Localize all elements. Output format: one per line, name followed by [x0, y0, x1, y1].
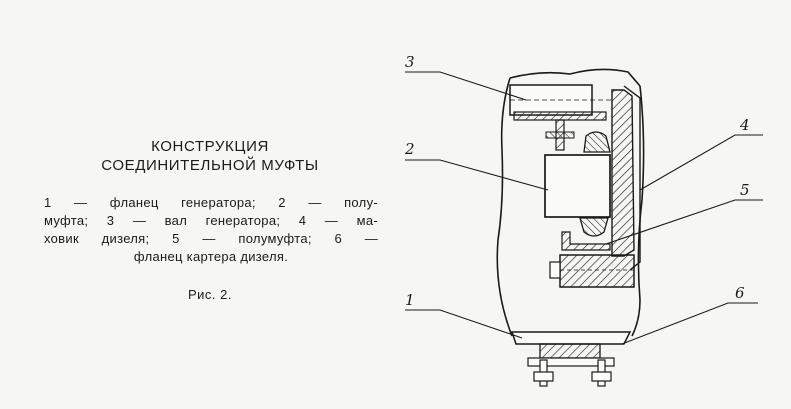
half-coupling-block — [544, 154, 611, 218]
callout-6: 6 — [735, 284, 745, 302]
generator-shaft — [509, 84, 612, 121]
callout-1: 1 — [405, 291, 415, 309]
callout-2: 2 — [404, 140, 415, 158]
hub-section — [545, 119, 575, 151]
lower-elastic-element — [579, 217, 609, 237]
flywheel-wall — [611, 89, 635, 257]
upper-elastic-element — [583, 131, 611, 153]
lower-flange-block — [559, 254, 635, 288]
bolt-head — [549, 261, 561, 279]
leader-lines — [405, 71, 763, 345]
caption-line-1: 1 — фланец генератора; 2 — полу- — [44, 195, 378, 210]
caption-line-3: ховик дизеля; 5 — полумуфта; 6 — — [44, 231, 378, 246]
figure-title-line-1: КОНСТРУКЦИЯ — [151, 138, 269, 155]
flywheel-outer-edge — [623, 85, 641, 271]
half-coupling-bracket — [561, 231, 611, 251]
callout-3: 3 — [405, 53, 415, 71]
figure-label: Рис. 2. — [188, 287, 232, 302]
housing-outline — [496, 68, 645, 337]
callout-4: 4 — [739, 116, 750, 134]
figure-title-line-2: СОЕДИНИТЕЛЬНОЙ МУФТЫ — [101, 157, 319, 174]
bottom-bolt-right — [591, 359, 612, 387]
crankcase-flange — [510, 331, 632, 367]
callout-5: 5 — [740, 181, 750, 199]
caption-line-4: фланец картера дизеля. — [133, 249, 289, 264]
caption-line-2: муфта; 3 — вал генератора; 4 — ма- — [44, 213, 378, 228]
bottom-bolt-left — [533, 359, 554, 387]
